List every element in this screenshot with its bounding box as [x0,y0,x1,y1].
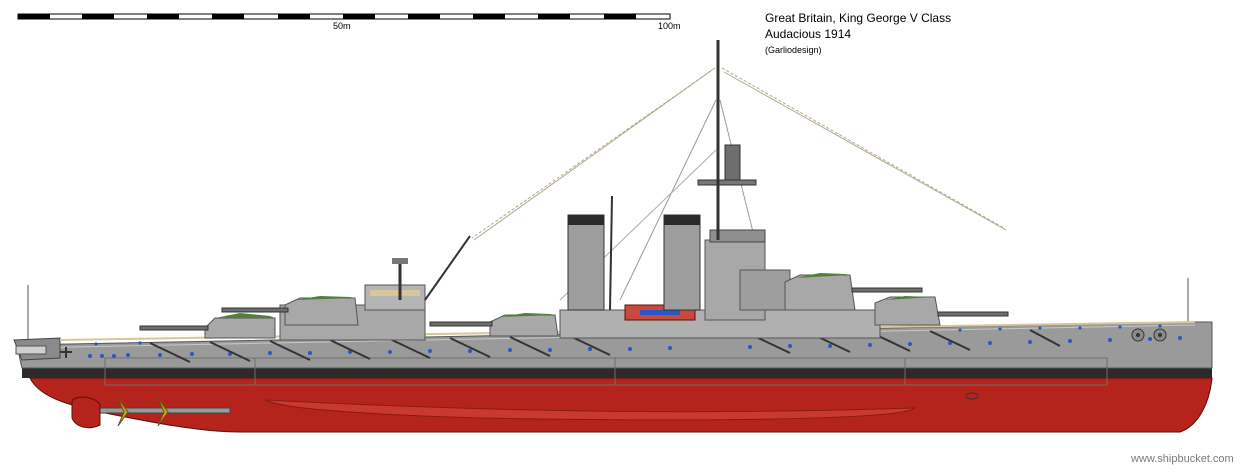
fore-funnel [567,214,605,311]
ship-name-year: Audacious 1914 [765,27,852,41]
aft-funnel [663,214,701,311]
turrets [139,273,1009,339]
x-turret [284,297,359,326]
b-turret [784,274,856,311]
rudder-icon [71,396,101,429]
boot-topping [22,368,1212,378]
hull [13,321,1213,433]
scale-label-50m: 50m [333,21,351,31]
stern-anchor-icon [60,347,72,358]
a-turret [874,296,941,326]
drawing-title: Great Britain, King George V Class [765,11,952,25]
scale-bar [17,13,671,20]
watermark: www.shipbucket.com [1131,453,1234,465]
scale-label-100m: 100m [658,21,681,31]
y-turret [204,317,276,339]
q-turret [489,314,559,337]
aft-crane [424,235,471,301]
rigging [27,40,1189,340]
scuttles [88,324,1182,358]
hawse-icon [965,392,979,400]
boat-crane [609,195,613,311]
armour-belt [104,357,1108,386]
anchor-icon [1131,328,1167,342]
author-credit: (Garliodesign) [765,45,822,55]
